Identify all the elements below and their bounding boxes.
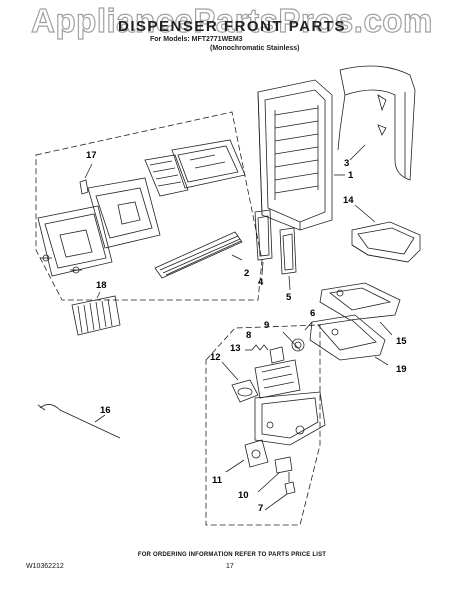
clip-part-17 — [79, 179, 89, 195]
chute-door-part — [319, 282, 401, 321]
watermark-logo: AppliancePartsPros.com — [31, 1, 433, 39]
callout-19: 19 — [396, 364, 407, 375]
callout-1: 1 — [348, 170, 354, 181]
page-title: DISPENSER FRONT PARTS — [118, 18, 346, 35]
callout-5: 5 — [286, 292, 292, 303]
spring-part-13 — [251, 344, 269, 351]
dispenser-bracket-part — [254, 359, 301, 399]
document-number: W10362212 — [26, 563, 64, 570]
fitting-part-7 — [284, 472, 296, 495]
ordering-note: FOR ORDERING INFORMATION REFER TO PARTS … — [137, 552, 327, 558]
ribbon-cable-part — [154, 231, 243, 279]
control-board-part — [171, 139, 246, 189]
callout-11: 11 — [212, 475, 223, 486]
dispenser-base-part — [254, 391, 326, 446]
callout-18: 18 — [96, 280, 107, 291]
callout-2: 2 — [244, 268, 250, 279]
callout-8: 8 — [246, 330, 252, 341]
solenoid-part-12 — [231, 379, 259, 403]
callout-7: 7 — [258, 503, 264, 514]
dispenser-housing-part — [257, 79, 333, 231]
knob-part-9 — [291, 338, 305, 352]
panel-group-outline — [35, 111, 263, 301]
bezel-part — [37, 205, 113, 277]
callout-12: 12 — [210, 352, 221, 363]
dispenser-group-outline — [205, 324, 321, 526]
switch-part-10 — [274, 456, 293, 474]
callout-10: 10 — [238, 490, 249, 501]
model-line: For Models: MFT2771WEM3 — [150, 36, 243, 43]
lever-rod-part — [37, 404, 121, 439]
page-number: 17 — [226, 563, 234, 570]
grille-part — [71, 295, 121, 336]
callout-9: 9 — [264, 320, 270, 331]
callout-17: 17 — [86, 150, 97, 161]
callout-14: 14 — [343, 195, 354, 206]
circuit-card-part — [144, 154, 189, 197]
actuator-part-11 — [244, 439, 269, 468]
lower-tray-part — [309, 314, 386, 361]
callout-13: 13 — [230, 343, 241, 354]
drip-tray-part — [351, 221, 421, 263]
callout-16: 16 — [100, 405, 111, 416]
callout-4: 4 — [258, 277, 264, 288]
dispenser-cover-part — [337, 65, 416, 181]
screw-parts — [40, 254, 82, 274]
switch-part-8 — [269, 346, 285, 364]
filter-panel-part-4 — [254, 209, 273, 261]
variant-line: (Monochromatic Stainless) — [210, 45, 300, 52]
filter-panel-part-5 — [279, 227, 297, 275]
display-frame-part — [87, 177, 161, 249]
callout-6: 6 — [310, 308, 316, 319]
callout-15: 15 — [396, 336, 407, 347]
callout-3: 3 — [344, 158, 350, 169]
